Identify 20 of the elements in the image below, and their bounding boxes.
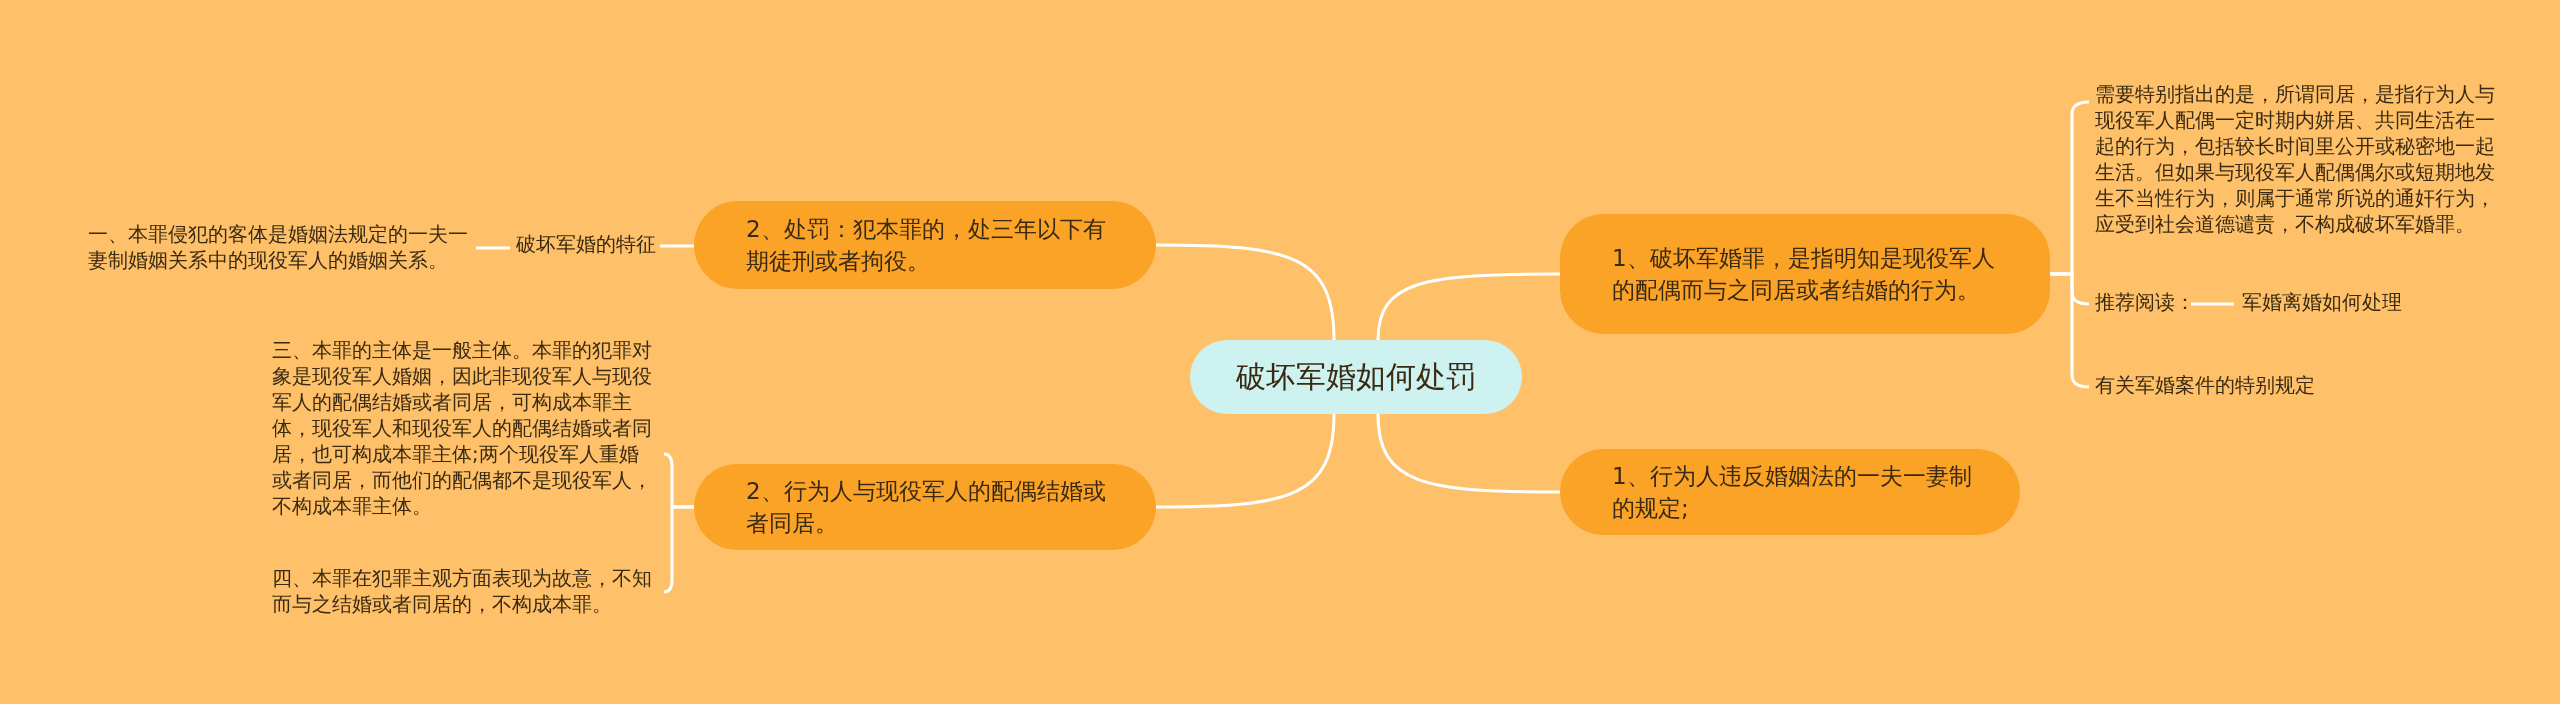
note-text: 三、本罪的主体是一般主体。本罪的犯罪对象是现役军人婚姻，因此非现役军人与现役军人的配偶结婚或者同居，可构成本罪主体，现役军人和现役军人的配偶结婚或者同居，也可构成本罪主体;两个现役军人重婚或者同居，而他们的配偶都不是现役军人，不构成本罪主体。 bbox=[272, 338, 658, 520]
connector-line bbox=[660, 244, 694, 248]
note-text: 四、本罪在犯罪主观方面表现为故意，不知而与之结婚或者同居的，不构成本罪。 bbox=[272, 566, 658, 618]
note-text: 需要特别指出的是，所谓同居，是指行为人与现役军人配偶一定时期内姘居、共同生活在一起的行为，包括较长时间里公开或秘密地一起生活。但如果与现役军人配偶偶尔或短期地发生不当性行为，则属于通常所说的通奸行为，应受到社会道德谴责，不构成破坏军婚罪。 bbox=[2095, 82, 2495, 238]
note-text: 军婚离婚如何处理 bbox=[2242, 290, 2412, 316]
note-text: 一、本罪侵犯的客体是婚姻法规定的一夫一妻制婚姻关系中的现役军人的婚姻关系。 bbox=[88, 222, 468, 274]
connector-line bbox=[476, 246, 510, 250]
connector-line bbox=[1376, 413, 1560, 494]
branch-topic-box: 1、破坏军婚罪，是指明知是现役军人的配偶而与之同居或者结婚的行为。 bbox=[1560, 214, 2050, 334]
branch-topic-box: 1、行为人违反婚姻法的一夫一妻制的规定; bbox=[1560, 449, 2020, 535]
connector-line bbox=[663, 505, 694, 594]
branch-topic-box: 2、行为人与现役军人的配偶结婚或者同居。 bbox=[694, 464, 1156, 550]
connector-line bbox=[1376, 272, 1560, 341]
connector-line bbox=[2191, 302, 2234, 306]
connector-line bbox=[1156, 413, 1336, 509]
note-text: 有关军婚案件的特别规定 bbox=[2095, 373, 2325, 399]
branch-topic-box: 2、处罚：犯本罪的，处三年以下有期徒刑或者拘役。 bbox=[694, 201, 1156, 289]
connector-line bbox=[1156, 243, 1336, 341]
note-text: 推荐阅读： bbox=[2095, 290, 2185, 316]
central-topic-box: 破坏军婚如何处罚 bbox=[1190, 340, 1522, 414]
